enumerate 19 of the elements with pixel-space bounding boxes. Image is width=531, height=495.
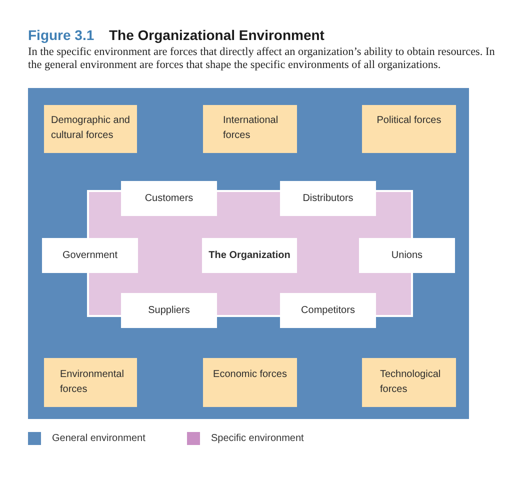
figure-title: The Organizational Environment (109, 27, 324, 44)
force-box: Demographic and cultural forces (44, 105, 137, 153)
force-box: Environmental forces (44, 358, 137, 407)
force-box: International forces (203, 105, 297, 153)
organization-box: The Organization (202, 238, 297, 273)
figure-number: Figure 3.1 (28, 27, 94, 44)
caption-text: In the specific environment are forces that directly affect an organization’s ability to obtain resources. In the general environment are forces that shape the specific environments of all organizations. (28, 46, 496, 72)
label-box: Government (42, 238, 138, 273)
label-box: Distributors (280, 181, 376, 216)
label-box: Competitors (280, 293, 376, 328)
legend-label: Specific environment (211, 432, 304, 446)
label-box: Unions (359, 238, 455, 273)
legend-label: General environment (52, 432, 146, 446)
environment-panel (28, 88, 469, 419)
force-box: Political forces (362, 105, 456, 153)
label-box: Customers (121, 181, 217, 216)
label-box: Suppliers (121, 293, 217, 328)
force-box: Technological forces (362, 358, 456, 407)
force-box: Economic forces (203, 358, 297, 407)
